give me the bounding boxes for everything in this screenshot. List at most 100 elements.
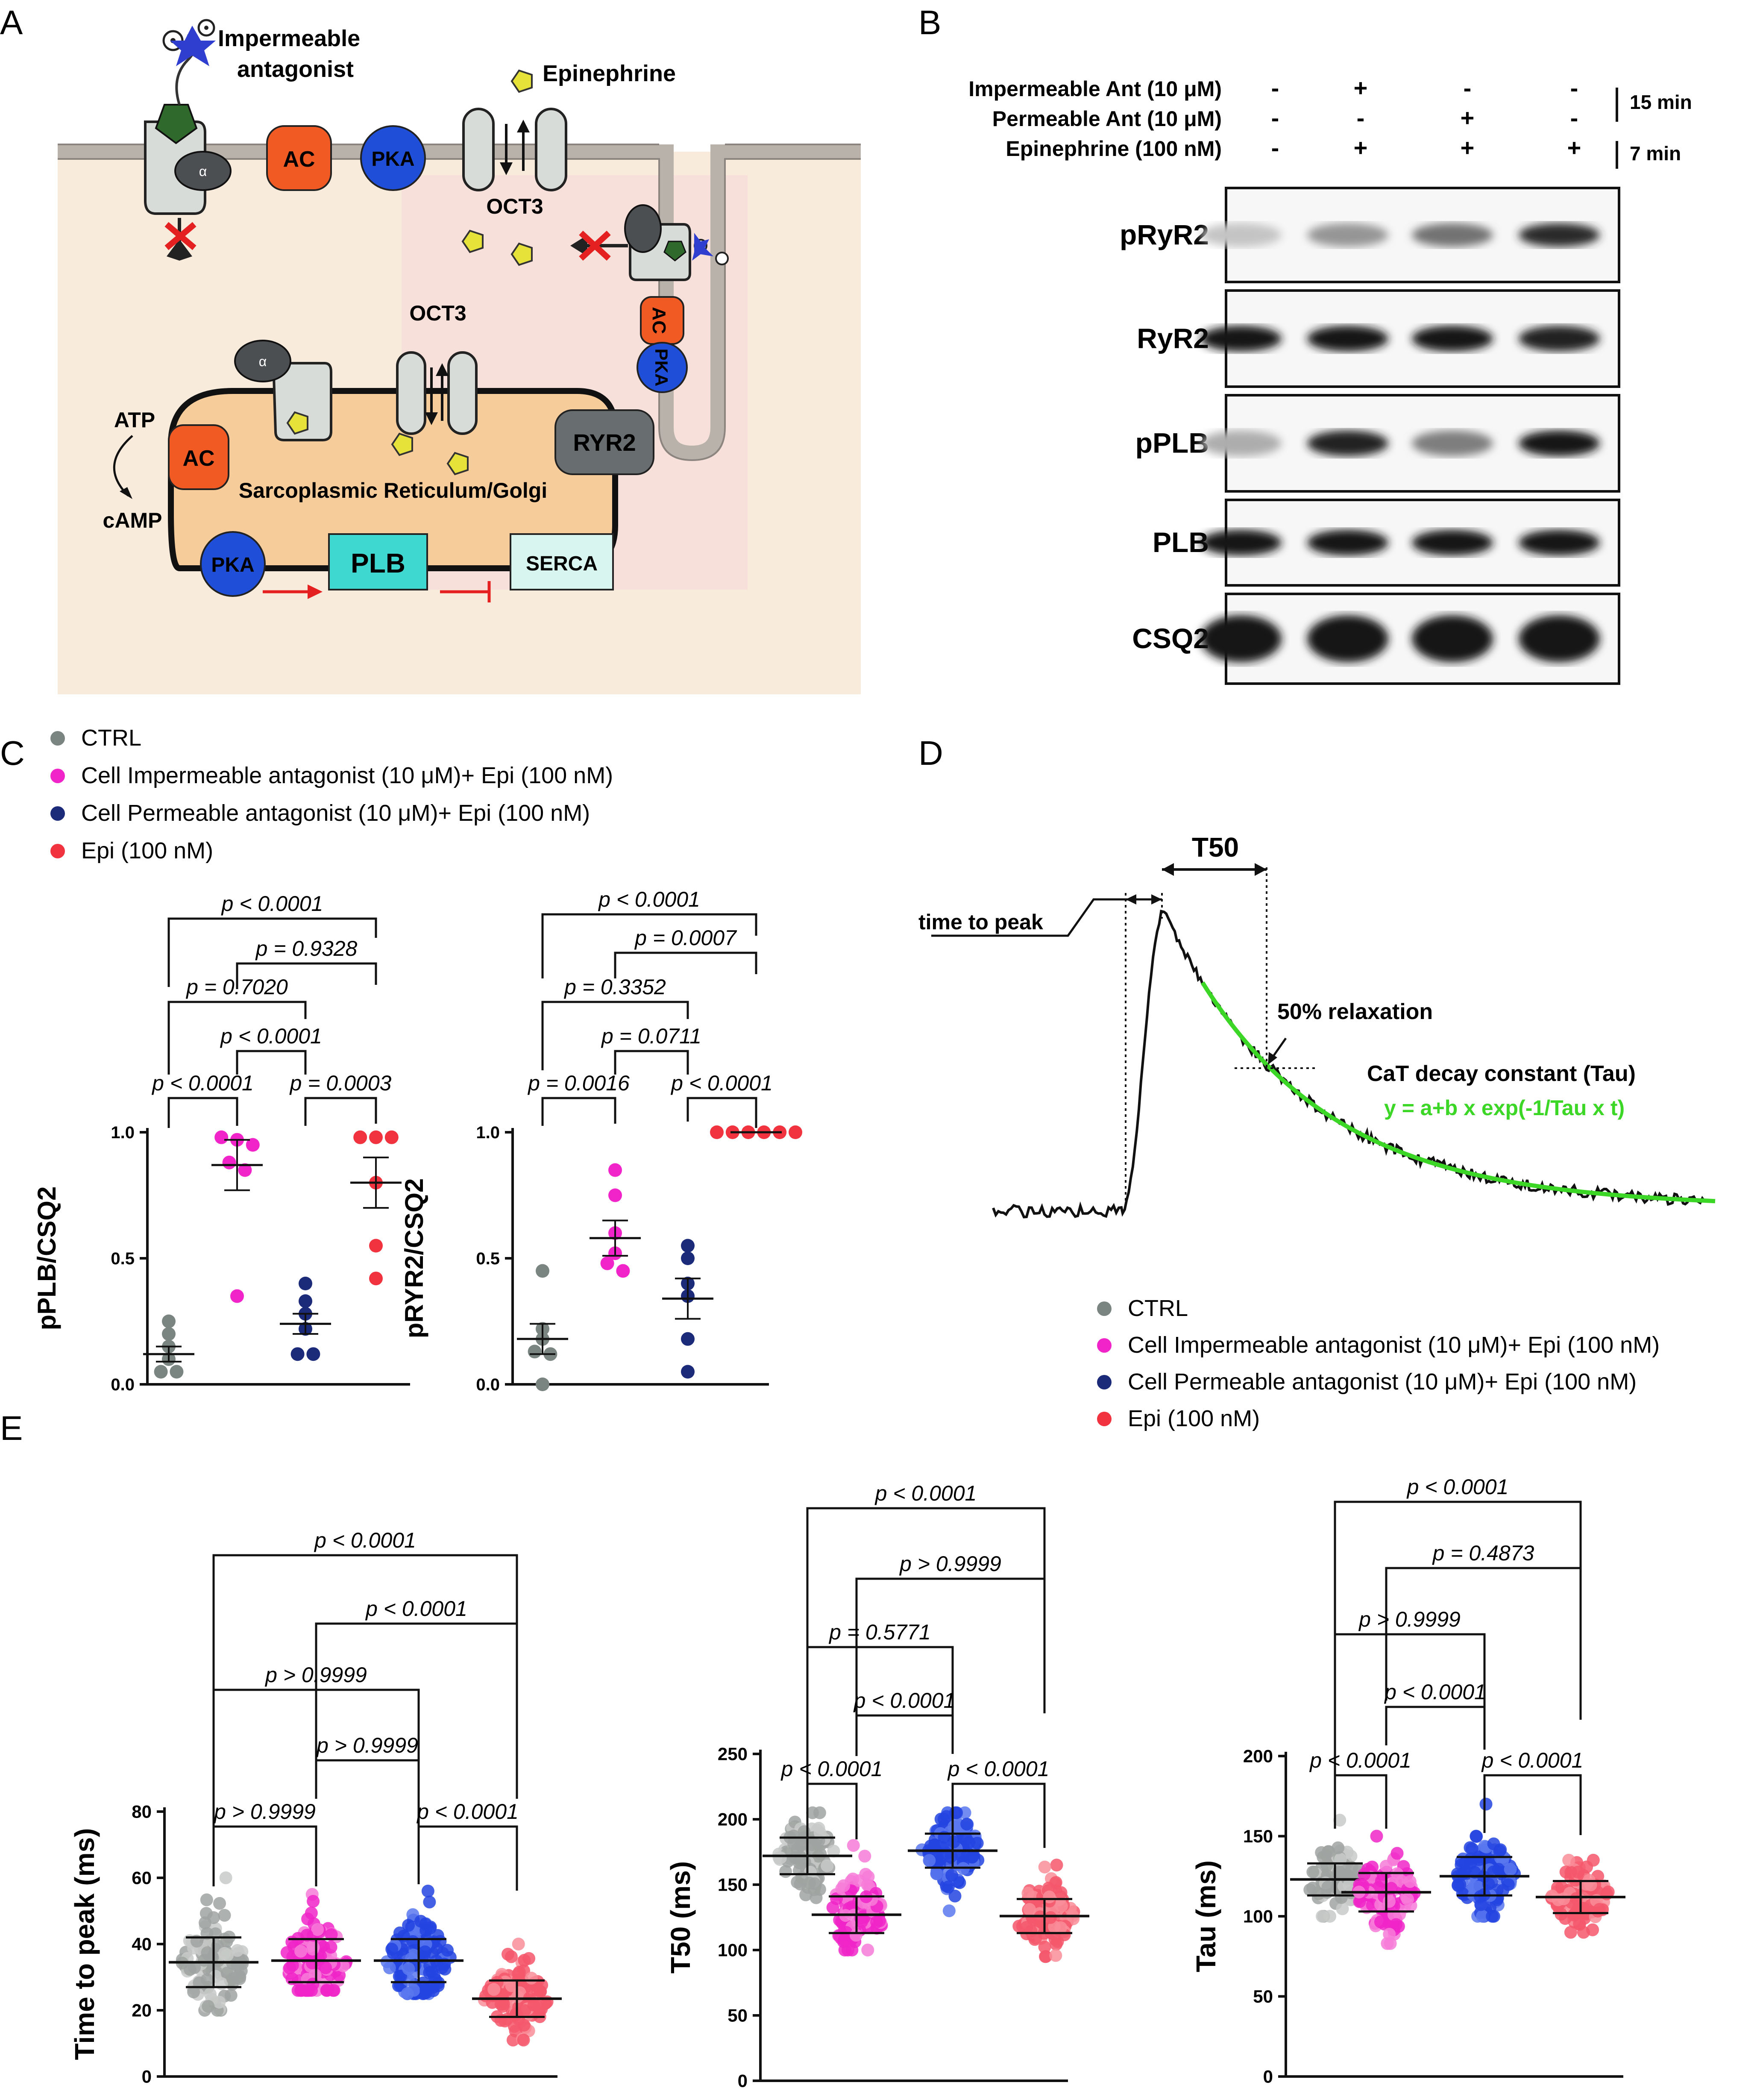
data-point (154, 1365, 168, 1379)
plb-box (328, 533, 428, 590)
significance-bracket (236, 1050, 307, 1075)
treatment-sign: + (1354, 74, 1368, 101)
p-value-label: p = 0.7020 (185, 975, 288, 999)
p-value-label: p > 0.9999 (264, 1663, 367, 1687)
serca-box (510, 533, 614, 590)
ryr2-box (554, 409, 654, 475)
legend-marker (1097, 1412, 1112, 1426)
p-value-label: p < 0.0001 (947, 1757, 1050, 1781)
data-point (1038, 1940, 1051, 1953)
data-point (202, 2000, 215, 2013)
data-point (681, 1365, 695, 1379)
data-point (306, 1347, 320, 1361)
data-point (238, 1163, 252, 1177)
data-point (1316, 1910, 1329, 1923)
significance-bracket (1483, 1774, 1582, 1835)
significance-bracket (315, 1622, 518, 1799)
data-point (813, 1826, 827, 1839)
data-point (827, 1844, 840, 1858)
ac-label: AC (283, 147, 315, 172)
significance-bracket (806, 1783, 858, 1839)
legend-marker (50, 769, 65, 783)
data-point (858, 1850, 871, 1863)
alpha-label: α (259, 354, 267, 369)
data-point (218, 1909, 231, 1922)
treatment-label: Impermeable Ant (10 μM) (968, 77, 1222, 101)
blot-band (1412, 530, 1493, 555)
data-point (1336, 1902, 1349, 1915)
significance-bracket (855, 1714, 954, 1756)
time-label-7: 7 min (1630, 142, 1681, 164)
data-point (213, 1897, 226, 1910)
oct3-label-surface: OCT3 (486, 194, 543, 218)
legend-entry: Epi (100 nM) (1128, 1406, 1260, 1431)
tau-fit-curve (1200, 981, 1716, 1204)
ryr2-label: RYR2 (573, 429, 636, 456)
y-axis-label: Tau (ms) (1191, 1860, 1221, 1972)
oct3-sr (396, 351, 478, 435)
data-point (522, 1952, 536, 1965)
legend-marker (50, 806, 65, 821)
data-point (1586, 1923, 1599, 1936)
p-value-label: p > 0.9999 (213, 1800, 316, 1824)
data-point (311, 1923, 324, 1936)
data-point (325, 1928, 338, 1941)
calcium-transient: T50 time to peak 50% relaxation CaT deca… (918, 832, 1716, 1219)
treatment-sign: - (1271, 104, 1279, 131)
data-point (930, 1867, 943, 1880)
significance-bracket (167, 1097, 238, 1128)
data-point (162, 1327, 176, 1341)
data-point (847, 1839, 860, 1852)
data-point (1043, 1890, 1056, 1903)
data-point (501, 1947, 514, 1961)
significance-bracket (614, 1050, 689, 1075)
data-point (222, 1155, 236, 1169)
significance-bracket (167, 917, 377, 987)
data-point (162, 1314, 176, 1328)
significance-bracket (951, 1783, 1046, 1848)
t50-label: T50 (1192, 832, 1239, 863)
data-point (861, 1944, 874, 1956)
significance-bracket (315, 1759, 420, 1807)
data-point (799, 1888, 813, 1901)
data-point (948, 1889, 962, 1903)
y-tick-label: 50 (727, 2006, 748, 2026)
data-point (1050, 1859, 1063, 1872)
data-point (681, 1332, 695, 1346)
y-axis-label: pPLB/CSQ2 (32, 1187, 61, 1330)
epinephrine-label: Epinephrine (543, 61, 676, 86)
data-point (419, 1983, 433, 1997)
data-point (219, 1871, 232, 1884)
significance-bracket (167, 1001, 307, 1075)
data-point (525, 1971, 538, 1985)
blot-band (1200, 530, 1282, 555)
y-tick-label: 60 (132, 1868, 152, 1888)
data-point (1382, 1895, 1396, 1908)
legend-marker (1097, 1375, 1112, 1389)
p-value-label: p < 0.0001 (1481, 1748, 1584, 1772)
blot-band (1200, 615, 1282, 662)
p-value-label: p = 0.5771 (828, 1620, 931, 1644)
data-point (1383, 1928, 1396, 1941)
y-tick-label: 1.0 (111, 1123, 135, 1142)
data-point (283, 1961, 296, 1974)
data-point (873, 1914, 886, 1927)
data-point (1403, 1875, 1417, 1888)
data-point (1602, 1886, 1615, 1899)
data-point (1029, 1931, 1042, 1944)
y-tick-label: 0.0 (476, 1375, 500, 1394)
legend-marker (1097, 1301, 1112, 1316)
panel-letter-a: A (0, 3, 23, 41)
data-point (230, 1289, 244, 1303)
data-point (942, 1904, 956, 1918)
p-value-label: p = 0.0711 (601, 1024, 701, 1048)
data-point (787, 1830, 800, 1843)
y-tick-label: 250 (718, 1744, 748, 1764)
treatment-sign: - (1271, 74, 1279, 101)
panel-letter-d: D (918, 734, 943, 772)
data-point (197, 1954, 211, 1967)
p-value-label: p = 0.9328 (255, 937, 358, 960)
p-value-label: p = 0.0016 (527, 1071, 630, 1095)
data-point (1573, 1917, 1586, 1930)
